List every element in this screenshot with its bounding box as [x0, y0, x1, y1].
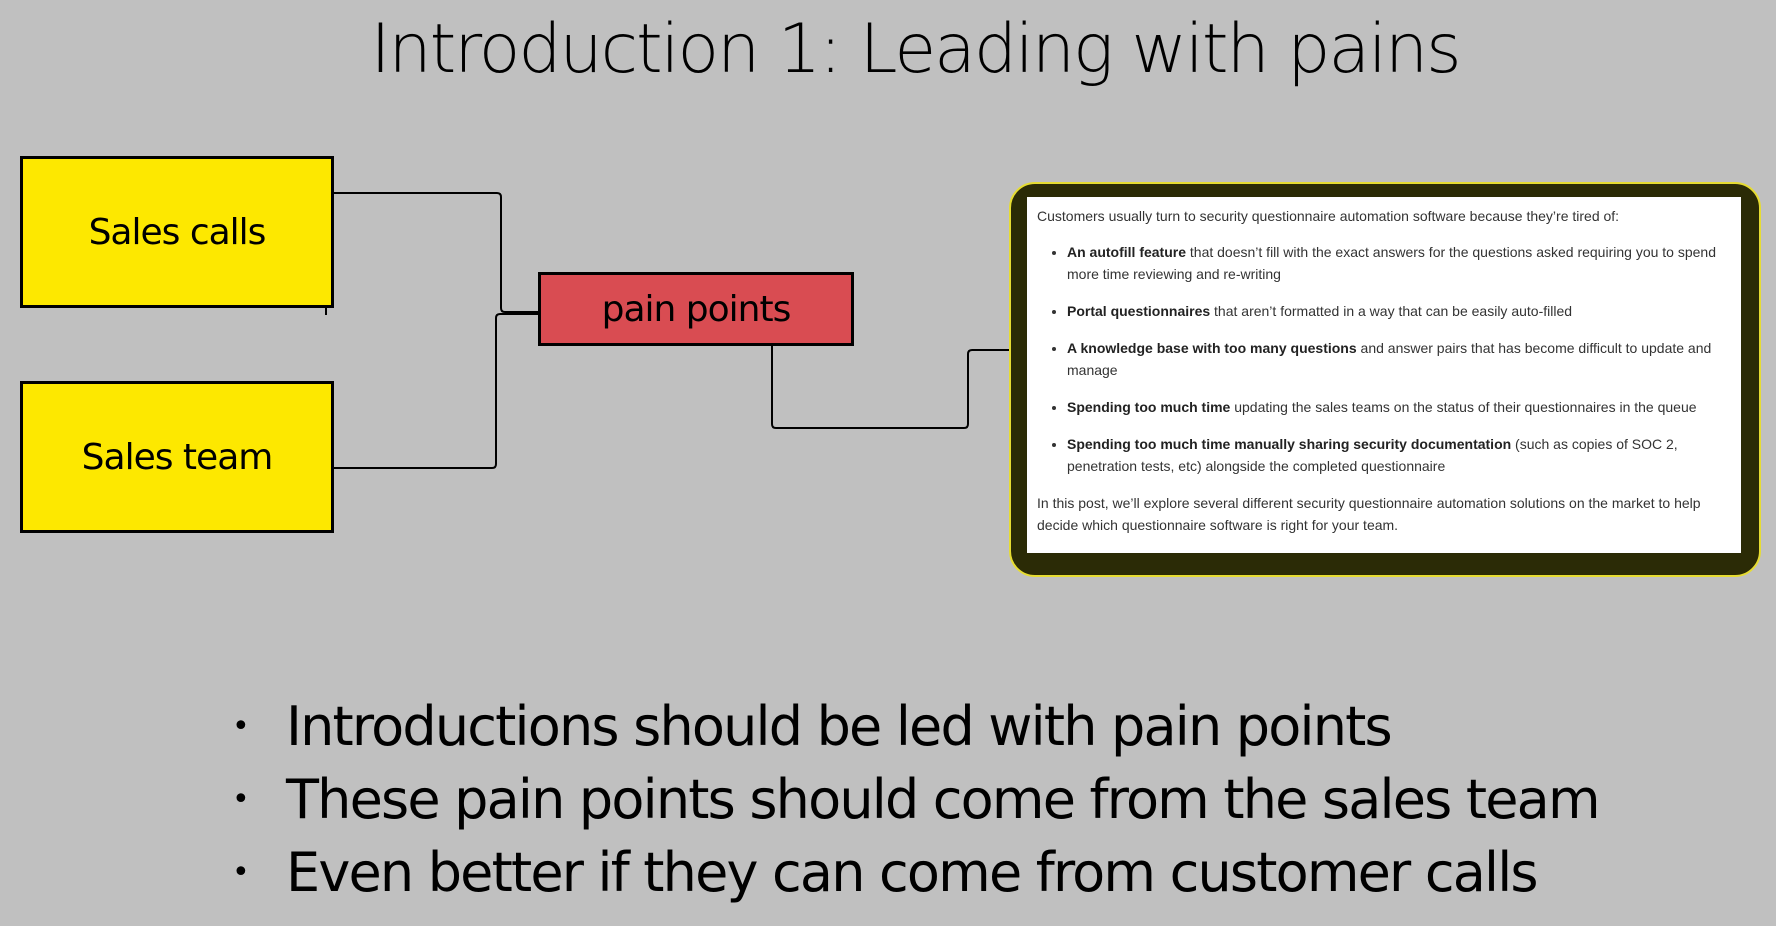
- takeaway-bullets: Introductions should be led with pain po…: [226, 690, 1601, 909]
- excerpt-item-bold: A knowledge base with too many questions: [1067, 340, 1357, 356]
- excerpt-item-text: (such as copies of SOC 2, penetration te…: [1067, 436, 1678, 474]
- excerpt-item: Portal questionnaires that aren’t format…: [1067, 300, 1731, 322]
- pain-points-label: pain points: [601, 288, 792, 330]
- excerpt-item-text: and answer pairs that has become difficu…: [1067, 340, 1712, 378]
- sales-team-box: Sales team: [20, 381, 334, 533]
- excerpt-item-bold: Spending too much time: [1067, 399, 1231, 415]
- excerpt-item: An autofill feature that doesn’t fill wi…: [1067, 241, 1731, 285]
- sales-team-label: Sales team: [81, 436, 274, 478]
- excerpt-item-text: that doesn’t fill with the exact answers…: [1067, 244, 1716, 282]
- excerpt-item: Spending too much time updating the sale…: [1067, 396, 1731, 418]
- bullet-item: Even better if they can come from custom…: [226, 836, 1599, 909]
- excerpt-item-text: that aren’t formatted in a way that can …: [1210, 303, 1573, 319]
- sales-calls-label: Sales calls: [88, 211, 267, 253]
- sales-calls-box: Sales calls: [20, 156, 334, 308]
- bullet-item: Introductions should be led with pain po…: [226, 690, 1599, 763]
- article-excerpt: Customers usually turn to security quest…: [1027, 197, 1741, 553]
- bullet-item: These pain points should come from the s…: [226, 763, 1601, 836]
- excerpt-item-bold: An autofill feature: [1067, 244, 1187, 260]
- excerpt-intro: Customers usually turn to security quest…: [1037, 208, 1620, 224]
- excerpt-item-text: updating the sales teams on the status o…: [1230, 399, 1697, 415]
- connector-sales-calls-to-pain-points: [334, 192, 538, 313]
- pain-points-box: pain points: [538, 272, 854, 346]
- excerpt-item: A knowledge base with too many questions…: [1067, 337, 1731, 381]
- excerpt-item-bold: Portal questionnaires: [1067, 303, 1211, 319]
- excerpt-outro: In this post, we’ll explore several diff…: [1037, 495, 1701, 533]
- connector-sales-team-to-pain-points: [334, 313, 538, 469]
- excerpt-item-bold: Spending too much time manually sharing …: [1067, 436, 1512, 452]
- excerpt-pain-list: An autofill feature that doesn’t fill wi…: [1037, 241, 1731, 477]
- slide-title: Introduction 1: Leading with pains: [370, 10, 1461, 89]
- connector-pain-points-to-excerpt: [771, 346, 1009, 429]
- excerpt-item: Spending too much time manually sharing …: [1067, 433, 1731, 477]
